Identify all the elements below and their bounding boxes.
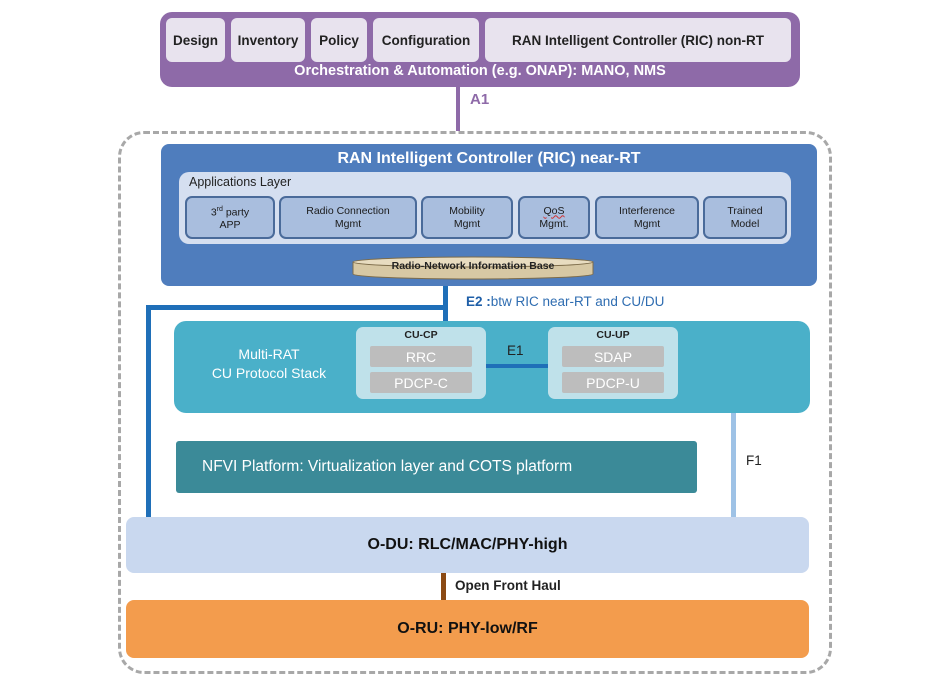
cu-up-box[interactable]: CU-UP SDAP PDCP-U	[548, 327, 678, 399]
app-radio-connection-line1: Radio Connection	[306, 204, 390, 217]
a1-label: A1	[470, 91, 490, 108]
app-mobility-line1: Mobility	[449, 204, 485, 217]
front-haul-label: Open Front Haul	[455, 578, 561, 593]
app-third-party-line1: 3rd party	[210, 205, 250, 219]
e2-connector-horizontal	[146, 305, 448, 310]
o-ran-boundary	[118, 131, 832, 674]
orchestration-caption: Orchestration & Automation (e.g. ONAP): …	[294, 63, 666, 79]
tab-ric-non-rt[interactable]: RAN Intelligent Controller (RIC) non-RT	[485, 18, 791, 62]
rnib-cylinder-icon	[352, 256, 594, 280]
rnib-label: Radio-Network Information Base	[391, 260, 555, 272]
front-haul-connector	[441, 573, 446, 600]
app-mobility[interactable]: Mobility Mgmt	[421, 196, 513, 239]
e1-label: E1	[507, 343, 524, 358]
pdcp-c-block: PDCP-C	[370, 372, 472, 393]
o-du-box[interactable]: O-DU: RLC/MAC/PHY-high	[126, 517, 809, 573]
app-third-party[interactable]: 3rd party APP	[185, 196, 275, 239]
tab-policy[interactable]: Policy	[311, 18, 367, 62]
ric-near-rt-box: RAN Intelligent Controller (RIC) near-RT…	[161, 144, 817, 286]
app-qos[interactable]: QoS Mgmt.	[518, 196, 590, 239]
e2-label: E2 :btw RIC near-RT and CU/DU	[466, 294, 665, 309]
e2-connector-vertical	[443, 286, 448, 322]
app-radio-connection[interactable]: Radio Connection Mgmt	[279, 196, 417, 239]
ric-near-rt-title: RAN Intelligent Controller (RIC) near-RT	[337, 150, 641, 167]
applications-layer: Applications Layer 3rd party APP Radio C…	[179, 172, 791, 244]
nfvi-platform-box[interactable]: NFVI Platform: Virtualization layer and …	[176, 441, 697, 493]
rrc-block: RRC	[370, 346, 472, 367]
cu-cp-box[interactable]: CU-CP RRC PDCP-C	[356, 327, 486, 399]
app-mobility-line2: Mgmt	[453, 217, 481, 230]
cu-cp-title: CU-CP	[404, 329, 438, 341]
applications-layer-label: Applications Layer	[189, 175, 292, 189]
app-interference[interactable]: Interference Mgmt	[595, 196, 699, 239]
tab-design[interactable]: Design	[166, 18, 225, 62]
o-ru-box[interactable]: O-RU: PHY-low/RF	[126, 600, 809, 658]
app-trained-model[interactable]: Trained Model	[703, 196, 787, 239]
cu-stack-label: Multi-RAT CU Protocol Stack	[211, 346, 327, 381]
pdcp-u-block: PDCP-U	[562, 372, 664, 393]
app-qos-line1: QoS	[543, 204, 565, 217]
app-interference-line2: Mgmt	[633, 217, 661, 230]
e2-connector-to-du	[146, 305, 151, 517]
app-trained-model-line1: Trained	[727, 204, 763, 217]
f1-connector	[731, 413, 736, 517]
app-qos-line2: Mgmt.	[539, 217, 569, 230]
f1-label: F1	[746, 453, 762, 468]
app-radio-connection-line2: Mgmt	[334, 217, 362, 230]
a1-connector	[456, 87, 460, 131]
app-trained-model-line2: Model	[730, 217, 760, 230]
tab-configuration[interactable]: Configuration	[373, 18, 479, 62]
e1-connector	[486, 364, 548, 368]
tab-inventory[interactable]: Inventory	[231, 18, 305, 62]
orchestration-box: Design Inventory Policy Configuration RA…	[160, 12, 800, 87]
app-third-party-line2: APP	[219, 219, 241, 232]
app-interference-line1: Interference	[618, 204, 676, 217]
cu-up-title: CU-UP	[596, 329, 630, 341]
sdap-block: SDAP	[562, 346, 664, 367]
